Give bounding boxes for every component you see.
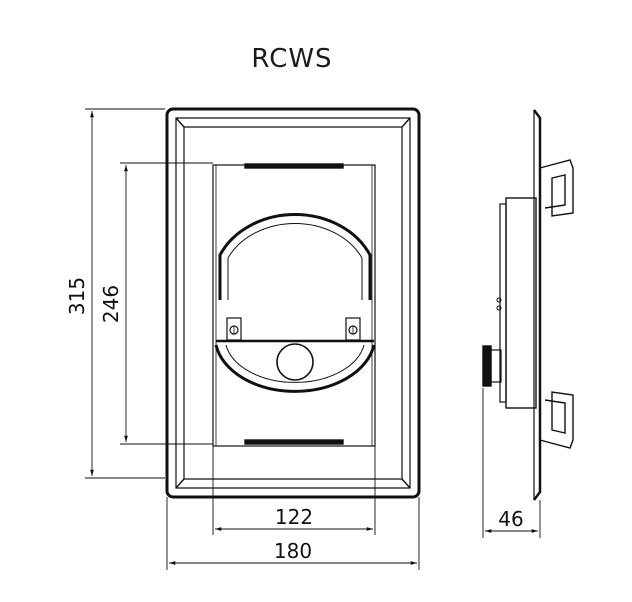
flap-bowl <box>214 344 376 393</box>
front-view <box>165 107 421 499</box>
dim-inner-width: 122 <box>275 505 313 529</box>
flap-arch <box>218 212 372 300</box>
side-knob <box>482 345 492 387</box>
dimension-labels: 315 246 122 180 46 <box>65 277 524 563</box>
dim-depth: 46 <box>498 507 523 531</box>
dim-inner-height: 246 <box>99 285 123 323</box>
hinge-bracket-left <box>226 317 242 341</box>
dimension-lines <box>85 108 541 570</box>
inner-opening <box>212 164 376 447</box>
dim-overall-width: 180 <box>274 539 312 563</box>
bottom-slot-bar <box>244 439 344 445</box>
side-front-plate <box>533 109 542 501</box>
hinge-bracket-right <box>345 317 361 341</box>
center-knob <box>276 343 314 381</box>
top-slot-bar <box>244 163 344 169</box>
dim-overall-height: 315 <box>65 277 89 315</box>
side-bottom-clip <box>539 391 574 449</box>
outer-frame <box>165 107 421 499</box>
drawing-title: RCWS <box>251 44 333 74</box>
side-top-clip <box>539 159 574 217</box>
side-view <box>482 109 574 501</box>
side-body <box>505 197 537 409</box>
